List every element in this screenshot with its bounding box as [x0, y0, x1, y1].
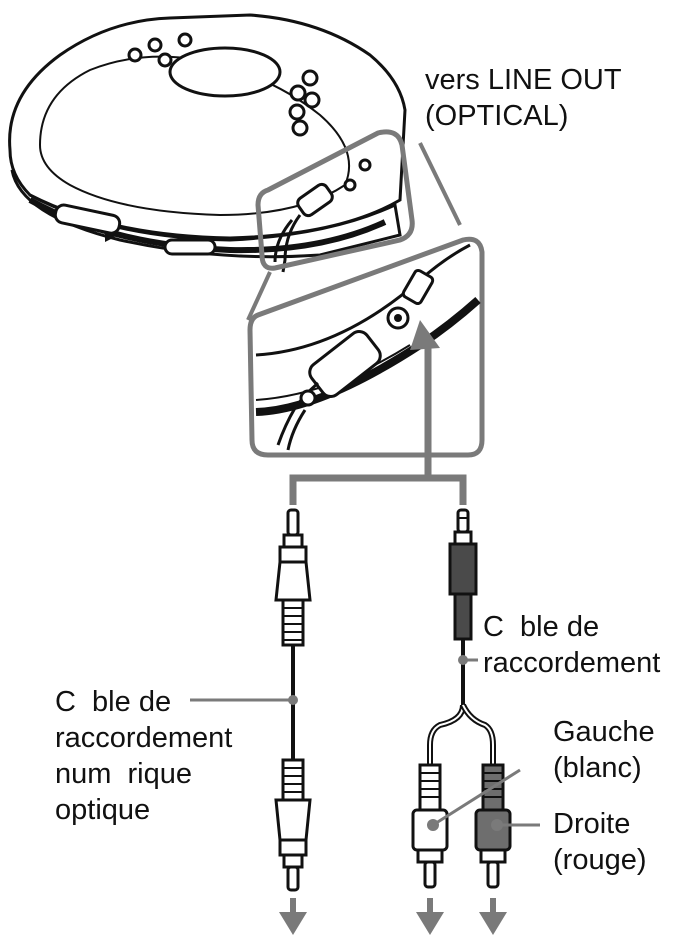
red-output-arrow: [479, 898, 507, 935]
optical-cable-label-line4: optique: [55, 794, 151, 826]
button-7: [303, 91, 321, 109]
left-channel-label-line1: Gauche: [553, 716, 655, 748]
detail-box: [247, 236, 485, 458]
button-2: [147, 37, 163, 53]
side-jack-2: [358, 158, 372, 172]
optical-output-arrow: [279, 898, 307, 935]
small-plug: [273, 182, 334, 273]
connection-cable-label-line1: C ble de: [483, 611, 600, 643]
front-switch-left: [53, 203, 122, 235]
output-arrows: [279, 898, 507, 935]
left-channel-label-line2: (blanc): [553, 752, 642, 784]
optical-cable: [274, 508, 312, 892]
line-out-label-line2: (OPTICAL): [425, 100, 569, 132]
button-1: [127, 47, 143, 63]
leader-dots: [288, 655, 503, 831]
button-4: [177, 32, 193, 48]
line-out-label-line1: vers LINE OUT: [425, 64, 622, 96]
optical-top-strain-relief: [283, 607, 303, 641]
cd-player: [8, 13, 407, 259]
side-jack-1: [343, 178, 357, 192]
button-6: [289, 84, 307, 102]
lid-inner: [38, 55, 351, 217]
display-window: [168, 46, 282, 98]
button-9: [291, 119, 309, 137]
optical-cable-label-line1: C ble de: [55, 686, 172, 718]
small-callout-box: [255, 129, 415, 271]
button-5: [301, 69, 319, 87]
zoom-lines: [246, 142, 462, 321]
button-3: [157, 52, 173, 68]
connection-arrow: [410, 320, 440, 350]
red-rca-plug: [474, 763, 512, 889]
optical-cable-label-line3: num rique: [55, 758, 193, 790]
white-output-arrow: [416, 898, 444, 935]
connection-cable-label-line2: raccordement: [483, 647, 661, 679]
front-switch-right: [163, 238, 217, 256]
button-8: [288, 103, 306, 121]
right-channel-label-line2: (rouge): [553, 844, 647, 876]
connection-bracket: [289, 345, 467, 505]
play-mark: [105, 232, 115, 242]
optical-cable-label-line2: raccordement: [55, 722, 233, 754]
jack-icon: [401, 268, 435, 306]
right-channel-label-line1: Droite: [553, 808, 631, 840]
leader-lines: [190, 658, 540, 827]
connection-cable: [411, 508, 512, 889]
